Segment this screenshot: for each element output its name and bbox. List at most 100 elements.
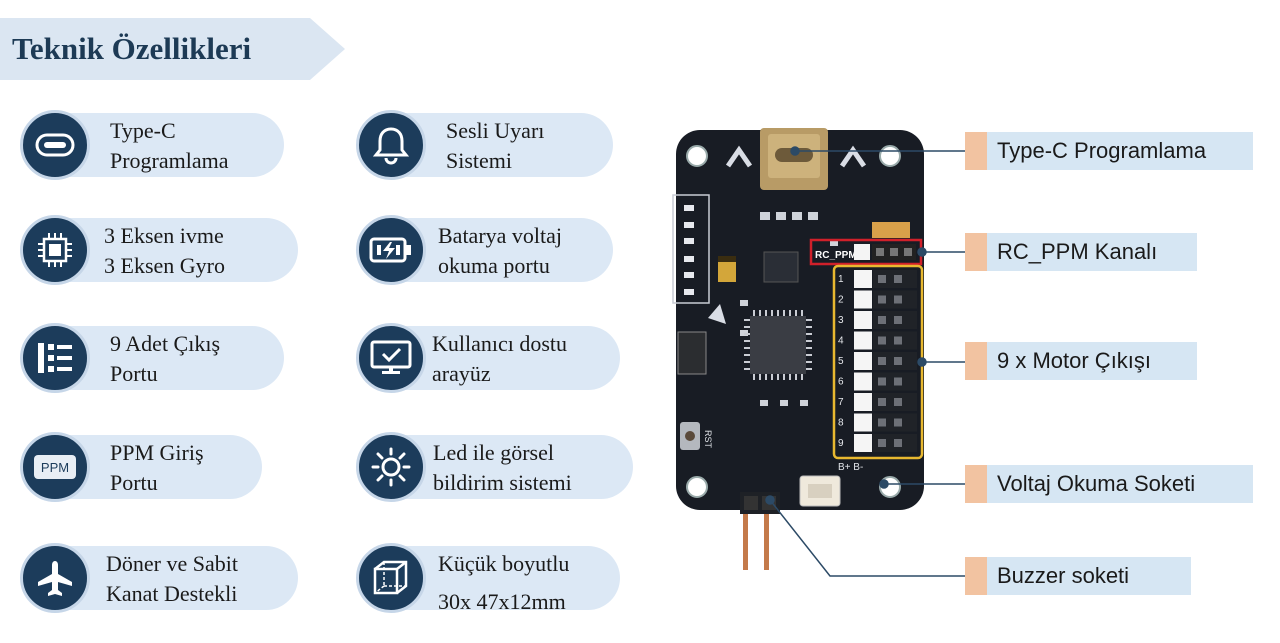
callout-tab — [965, 342, 987, 380]
callout-buzzer: Buzzer soketi — [965, 557, 1191, 595]
pin-socket — [878, 377, 886, 386]
signal-pin — [854, 393, 872, 411]
callout-lines — [765, 146, 965, 577]
page-title: Teknik Özellikleri — [12, 31, 252, 66]
pin-socket — [878, 295, 886, 304]
pin-socket — [894, 336, 902, 345]
motor-pin-number: 7 — [838, 397, 844, 408]
monitor-check-icon — [356, 323, 426, 393]
motor-output-headers: 1 2 3 4 5 6 7 8 9 — [838, 270, 917, 452]
pin-socket — [894, 377, 902, 386]
callout-rc-ppm: RC_PPM Kanalı — [965, 233, 1197, 271]
callout-motor-outputs: 9 x Motor Çıkışı — [965, 342, 1197, 380]
signal-pin — [854, 290, 872, 309]
motor-pin-number: 6 — [838, 377, 844, 388]
pin-socket — [878, 418, 886, 427]
callout-tab — [965, 132, 987, 170]
buzzer-connector — [740, 492, 780, 570]
pin-socket — [878, 357, 886, 365]
motor-header-row: 1 — [838, 270, 917, 288]
motor-pin-number: 4 — [838, 336, 844, 347]
mcu-chip — [744, 310, 812, 380]
motor-pin-number: 8 — [838, 418, 844, 429]
motor-header-row: 6 — [838, 372, 917, 391]
pin-socket — [878, 439, 886, 447]
motor-pin-number: 5 — [838, 356, 844, 367]
callout-tab — [965, 465, 987, 503]
signal-pin — [854, 311, 872, 329]
bell-icon — [356, 110, 426, 180]
motor-header-row: 2 — [838, 290, 917, 309]
signal-pin — [854, 434, 872, 452]
signal-pin — [854, 270, 872, 288]
signal-pin — [854, 331, 872, 350]
ppm-icon-text: PPM — [41, 460, 69, 475]
motor-header-row: 9 — [838, 434, 917, 452]
pin-socket — [878, 398, 886, 406]
motor-header-row: 7 — [838, 393, 917, 411]
callout-voltage: Voltaj Okuma Soketi — [965, 465, 1253, 503]
battery-silkscreen: B+ B- — [838, 462, 863, 473]
battery-charging-icon — [356, 215, 426, 285]
pin-socket — [894, 316, 902, 324]
inductor — [677, 331, 707, 375]
pin-socket — [878, 275, 886, 283]
rc-ppm-header — [854, 244, 916, 260]
pin-socket — [894, 398, 902, 406]
callout-type-c: Type-C Programlama — [965, 132, 1253, 170]
motor-pin-number: 2 — [838, 295, 844, 306]
pin-socket — [878, 316, 886, 324]
pin-socket — [894, 357, 902, 365]
usb-c-connector — [760, 128, 828, 190]
capacitor-top — [872, 222, 910, 238]
motor-pin-number: 1 — [838, 274, 844, 285]
pin-socket — [894, 295, 902, 304]
motor-header-row: 4 — [838, 331, 917, 350]
capacitor — [718, 256, 736, 282]
chip-icon — [20, 215, 90, 285]
motor-header-row: 8 — [838, 413, 917, 432]
callout-tab — [965, 233, 987, 271]
callout-tab — [965, 557, 987, 595]
pin-socket — [894, 418, 902, 427]
signal-pin — [854, 372, 872, 391]
motor-header-row: 3 — [838, 311, 917, 329]
usb-c-icon — [20, 110, 90, 180]
list-icon — [20, 323, 90, 393]
pin-socket — [894, 439, 902, 447]
motor-pin-number: 3 — [838, 315, 844, 326]
motor-header-row: 5 — [838, 352, 917, 370]
chevron-logo-icon — [725, 145, 867, 168]
rst-silkscreen: RST — [703, 430, 713, 449]
pin-socket — [878, 336, 886, 345]
ppm-icon: PPM — [20, 432, 90, 502]
imu-chip — [763, 251, 799, 283]
rc-ppm-silkscreen: RC_PPM — [815, 250, 857, 261]
sun-icon — [356, 432, 426, 502]
cube-icon — [356, 543, 426, 613]
title-banner — [0, 18, 345, 80]
board-logo-icon — [708, 304, 726, 324]
voltage-connector — [799, 475, 841, 507]
status-leds — [684, 205, 694, 295]
signal-pin — [854, 413, 872, 432]
